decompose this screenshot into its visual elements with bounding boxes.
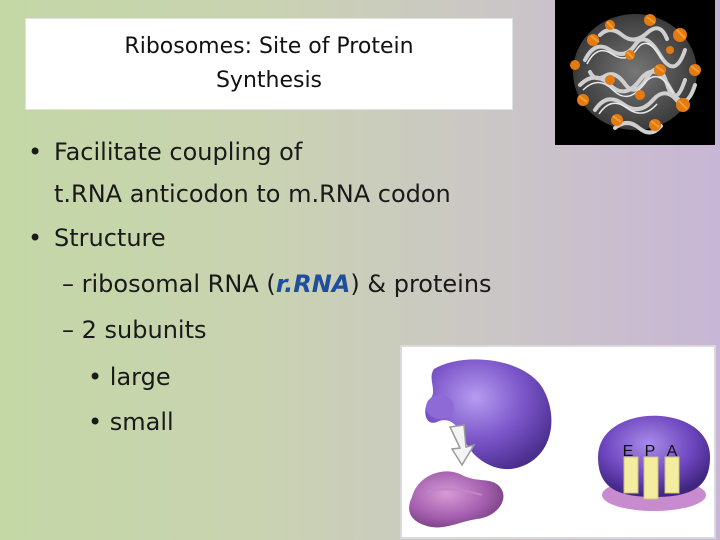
bullet-2: • Structure [28,224,166,252]
large-subunit-shape [425,359,552,470]
rrna-term: r.RNA [275,270,351,298]
sub-bullet-1-text: ribosomal RNA ( [81,270,276,298]
bullet-1-text: Facilitate coupling of [54,138,303,166]
sub-bullet-1-text-end: ) & proteins [350,270,492,298]
assembled-ribosome [598,415,710,511]
bullet-marker: • [88,408,103,436]
ribosome-structure-drawing [570,14,701,135]
sub-bullet-1: – ribosomal RNA (r.RNA) & proteins [62,270,492,298]
sub-bullet-2-text: 2 subunits [81,316,207,344]
ribosome-subunits-drawing [409,359,710,528]
dash-marker: – [62,270,74,298]
sub-sub-bullet-1: • large [88,363,171,391]
title-line-2: Synthesis [215,68,323,93]
sub-sub-bullet-2: • small [88,408,174,436]
site-label-e: E [622,443,634,460]
small-subunit-shape [409,471,504,528]
sub-bullet-2: – 2 subunits [62,316,207,344]
large-subunit-label: large [109,363,171,391]
bullet-marker: • [28,138,43,166]
small-subunit-label: small [109,408,174,436]
dash-marker: – [62,316,74,344]
bullet-marker: • [28,224,43,252]
slide-title: Ribosomes: Site of Protein Synthesis [25,18,513,110]
down-arrow-icon [448,424,476,467]
bullet-marker: • [88,363,103,391]
bullet-1: • Facilitate coupling of [28,138,302,166]
site-label-p: P [644,443,656,460]
title-line-1: Ribosomes: Site of Protein [124,34,414,59]
ribosome-subunits-diagram: E P A [400,345,716,539]
bullet-1-continuation: t.RNA anticodon to m.RNA codon [54,180,451,208]
bullet-2-text: Structure [54,224,166,252]
site-label-a: A [666,443,678,460]
ribosome-structure-image [555,0,715,145]
